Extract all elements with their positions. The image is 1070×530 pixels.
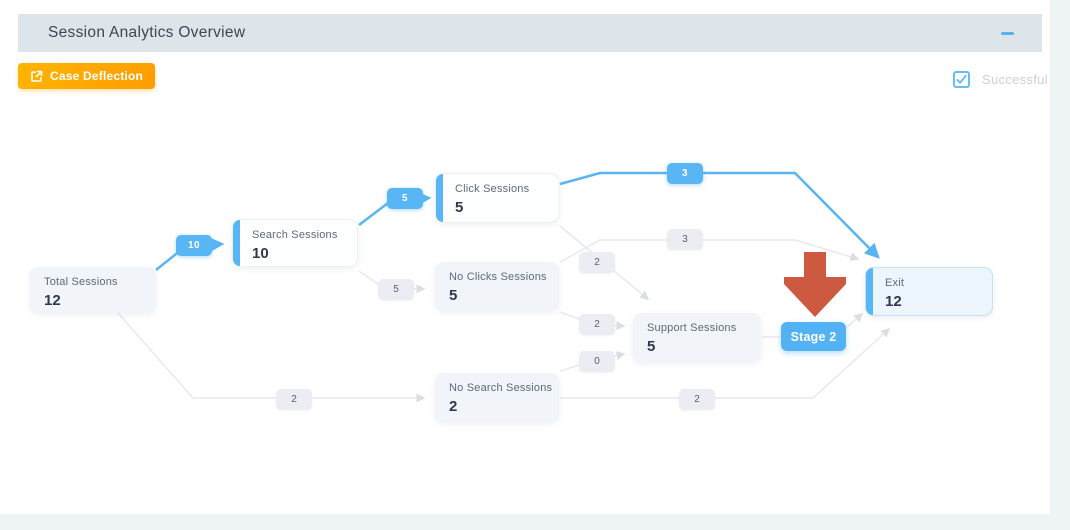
case-deflection-label: Case Deflection: [50, 69, 144, 83]
edge-value-badge: 0: [579, 351, 615, 372]
panel-title: Session Analytics Overview: [48, 24, 246, 41]
node-click-sessions[interactable]: Click Sessions 5: [435, 173, 559, 223]
node-value: 2: [449, 398, 458, 415]
page-background-right: [1050, 0, 1070, 530]
node-value: 10: [252, 245, 269, 262]
node-label: No Clicks Sessions: [449, 271, 547, 283]
successful-checkbox[interactable]: [953, 71, 970, 88]
node-value: 5: [455, 199, 464, 216]
node-label: Search Sessions: [252, 229, 338, 241]
edge-value-badge: 5: [378, 279, 414, 300]
edge-value-badge: 2: [579, 252, 615, 273]
successful-label: Successful: [982, 72, 1048, 87]
external-link-icon: [30, 70, 43, 83]
node-label: No Search Sessions: [449, 382, 553, 394]
edge-value-badge: 10: [176, 235, 212, 256]
successful-filter: Successful: [953, 71, 1048, 88]
node-total-sessions[interactable]: Total Sessions 12: [30, 267, 156, 313]
node-value: 5: [647, 338, 656, 355]
node-no-clicks-sessions[interactable]: No Clicks Sessions 5: [435, 262, 559, 311]
node-search-sessions[interactable]: Search Sessions 10: [232, 219, 358, 267]
page-background-bottom: [0, 514, 1070, 530]
node-support-sessions[interactable]: Support Sessions 5: [633, 313, 761, 362]
node-label: Click Sessions: [455, 183, 530, 195]
node-exit[interactable]: Exit 12: [865, 267, 993, 316]
node-value: 12: [44, 292, 61, 309]
node-label: Support Sessions: [647, 322, 737, 334]
collapse-button[interactable]: [994, 14, 1020, 52]
edge-value-badge: 5: [387, 188, 423, 209]
case-deflection-button[interactable]: Case Deflection: [18, 63, 156, 89]
edge-value-badge: 2: [276, 389, 312, 410]
minus-icon: [1000, 31, 1014, 35]
stage-2-button[interactable]: Stage 2: [781, 322, 846, 351]
node-no-search-sessions[interactable]: No Search Sessions 2: [435, 373, 559, 422]
edge-value-badge: 2: [679, 389, 715, 410]
panel-header: Session Analytics Overview: [18, 14, 1042, 52]
edge-value-badge: 2: [579, 314, 615, 335]
edge-value-badge: 3: [667, 163, 703, 184]
node-value: 5: [449, 287, 458, 304]
node-label: Exit: [885, 277, 905, 289]
node-label: Total Sessions: [44, 276, 118, 288]
check-icon: [956, 74, 967, 84]
edge-value-badge: 3: [667, 229, 703, 250]
node-value: 12: [885, 293, 902, 310]
